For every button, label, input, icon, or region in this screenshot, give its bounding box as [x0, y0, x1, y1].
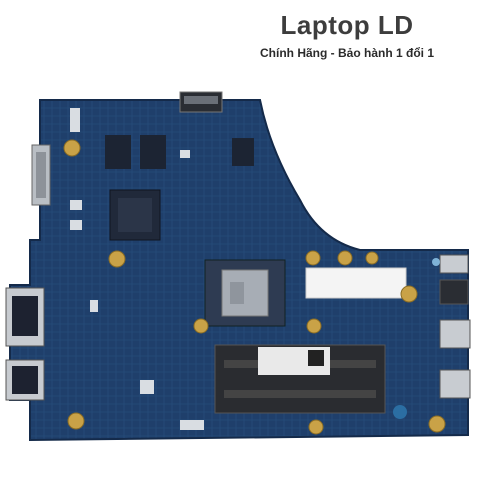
- right-usb-port-2: [439, 369, 471, 399]
- left-odd-connector: [5, 287, 45, 401]
- right-port-1: [439, 254, 469, 274]
- chip-top-3: [232, 138, 254, 166]
- left-sata-connector: [31, 144, 51, 206]
- brand-header: Laptop LD Chính Hãng - Bảo hành 1 đổi 1: [232, 8, 462, 60]
- mounting-holes: [63, 139, 446, 435]
- brand-title: Laptop LD: [280, 10, 414, 40]
- chip-top-2: [140, 135, 166, 169]
- right-usb-port-1: [439, 319, 471, 349]
- brand-subtitle: Chính Hãng - Bảo hành 1 đổi 1: [260, 46, 434, 60]
- small-components: [70, 108, 440, 430]
- cpu: [204, 259, 286, 327]
- chip-top-1: [105, 135, 131, 169]
- right-port-2: [439, 279, 469, 305]
- label-sticker: [305, 267, 407, 299]
- ram-slot: [214, 344, 386, 414]
